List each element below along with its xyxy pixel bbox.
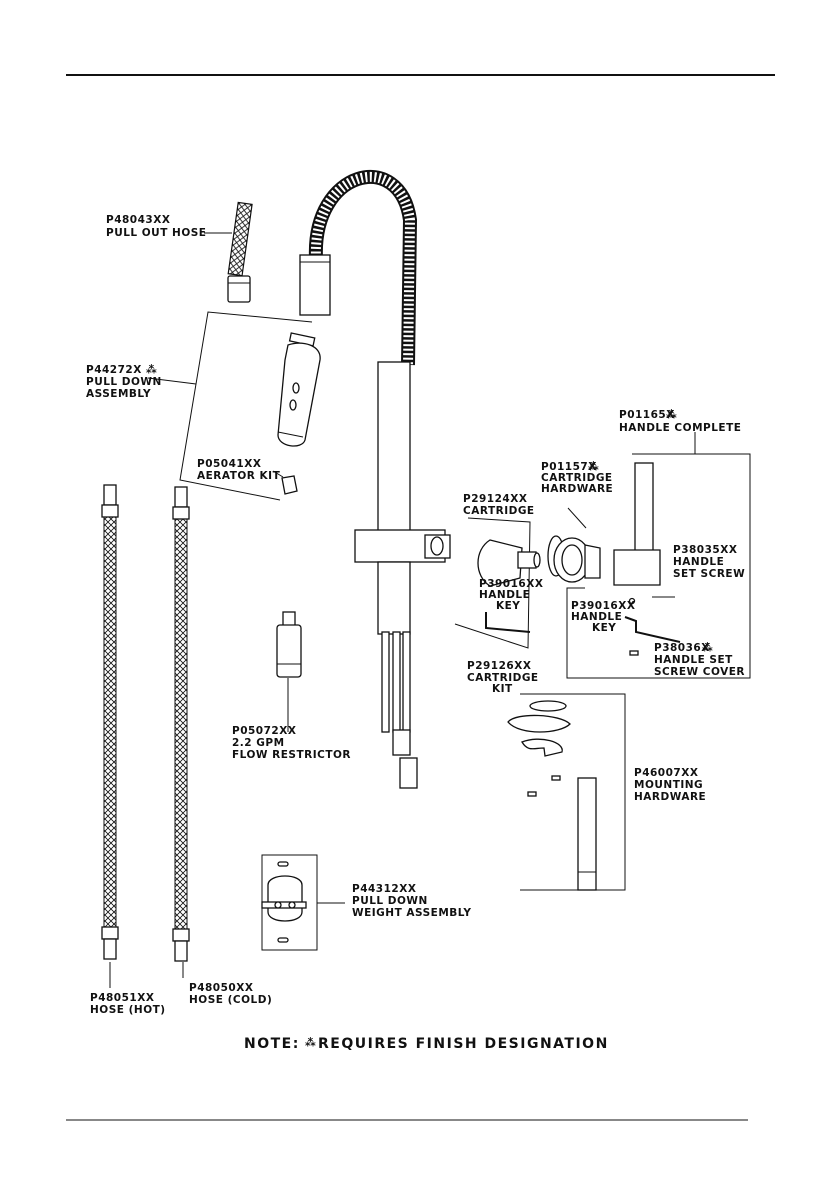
handle-set-screw-name-line2: SET SCREW — [673, 568, 745, 580]
pull-down-weight-name-line1: PULL DOWN — [352, 895, 428, 907]
set-screw-cover-part — [629, 650, 639, 656]
cartridge-kit-bracket — [454, 517, 531, 649]
handle-set-screw-name-line1: HANDLE — [673, 556, 724, 568]
handle-key-cartridge-name-line1: HANDLE — [479, 589, 530, 601]
handle-key-handle-name-line2: KEY — [592, 622, 616, 634]
handle-key-cartridge-number: P39016XX — [479, 578, 543, 590]
pull-out-hose-name: PULL OUT HOSE — [106, 227, 206, 239]
faucet-body — [354, 361, 451, 789]
finish-designation-mark: ⁂ — [666, 409, 677, 421]
flow-restrictor-name-line1: 2.2 GPM — [232, 737, 285, 749]
hose-cold-number: P48050XX — [189, 982, 253, 994]
pull-down-assembly-number: P44272X — [86, 364, 142, 376]
pull-down-assembly-name-line1: PULL DOWN — [86, 376, 162, 388]
handle-complete-bracket — [566, 453, 751, 679]
finish-designation-mark: ⁂ — [146, 364, 157, 376]
handle-key-handle-name-line1: HANDLE — [571, 611, 622, 623]
mounting-hardware-parts — [507, 700, 597, 891]
finish-designation-mark: ⁂ — [588, 461, 599, 473]
handle-key-cartridge-name-line2: KEY — [496, 600, 520, 612]
cartridge-kit-name-line1: CARTRIDGE — [467, 672, 539, 684]
hose-hot-part — [101, 484, 119, 960]
aerator-kit-number: P05041XX — [197, 458, 261, 470]
pull-out-hose-number: P48043XX — [106, 214, 170, 226]
aerator-kit-part — [281, 475, 298, 495]
pull-down-assembly-bracket — [179, 311, 313, 501]
flow-restrictor-name-line2: FLOW RESTRICTOR — [232, 749, 351, 761]
handle-set-screw-number: P38035XX — [673, 544, 737, 556]
pull-out-hose-part — [227, 201, 253, 303]
spout-coil-spring — [299, 170, 418, 366]
cartridge-hardware-name-line2: HARDWARE — [541, 483, 613, 495]
aerator-kit-leader — [272, 470, 284, 478]
mounting-hardware-name-line1: MOUNTING — [634, 779, 703, 791]
handle-key-cartridge-part — [485, 612, 531, 633]
cartridge-hardware-leader — [567, 507, 587, 529]
flow-restrictor-part — [276, 611, 302, 678]
mounting-hardware-bracket — [520, 693, 626, 891]
handle-complete-name: HANDLE COMPLETE — [619, 422, 741, 434]
cartridge-name: CARTRIDGE — [463, 505, 535, 517]
note-prefix: NOTE: — [244, 1036, 300, 1052]
pull-down-assembly-name-line2: ASSEMBLY — [86, 388, 151, 400]
handle-set-screw-cover-name-line2: SCREW COVER — [654, 666, 745, 678]
spray-head-part — [277, 332, 321, 447]
pull-down-weight-name-line2: WEIGHT ASSEMBLY — [352, 907, 471, 919]
finish-designation-mark: ⁂ — [305, 1037, 316, 1049]
aerator-kit-name: AERATOR KIT — [197, 470, 281, 482]
set-screw-part — [628, 597, 636, 605]
handle-set-screw-cover-number: P38036X — [654, 642, 710, 654]
flow-restrictor-number: P05072XX — [232, 725, 296, 737]
handle-part — [613, 462, 661, 586]
cartridge-kit-number: P29126XX — [467, 660, 531, 672]
cartridge-hardware-name-line1: CARTRIDGE — [541, 472, 613, 484]
handle-key-handle-number: P39016XX — [571, 600, 635, 612]
pull-down-weight-part — [261, 854, 318, 951]
cartridge-hardware-part — [547, 535, 601, 583]
pull-down-assembly-leader — [147, 377, 197, 385]
handle-set-screw-cover-name-line1: HANDLE SET — [654, 654, 733, 666]
cartridge-hardware-number: P01157X — [541, 461, 597, 473]
hose-hot-number: P48051XX — [90, 992, 154, 1004]
pull-down-weight-number: P44312XX — [352, 883, 416, 895]
cartridge-kit-name-line2: KIT — [492, 683, 513, 695]
cartridge-number: P29124XX — [463, 493, 527, 505]
handle-key-handle-part — [624, 616, 681, 643]
mounting-hardware-number: P46007XX — [634, 767, 698, 779]
handle-complete-number: P01165X — [619, 409, 675, 421]
finish-designation-mark: ⁂ — [702, 642, 713, 654]
hose-hot-name: HOSE (HOT) — [90, 1004, 166, 1016]
hose-cold-part — [172, 486, 190, 962]
hose-cold-name: HOSE (COLD) — [189, 994, 272, 1006]
cartridge-part — [477, 539, 541, 587]
mounting-hardware-name-line2: HARDWARE — [634, 791, 706, 803]
note-text: REQUIRES FINISH DESIGNATION — [318, 1036, 609, 1052]
